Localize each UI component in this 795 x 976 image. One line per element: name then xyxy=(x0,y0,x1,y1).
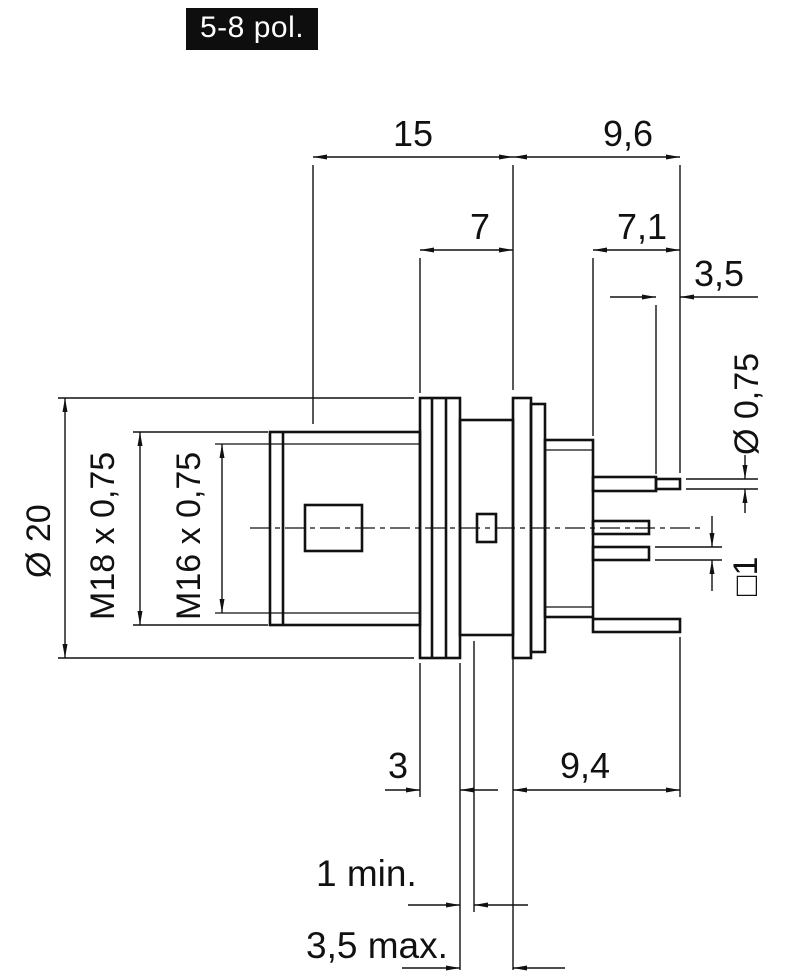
dim-label-m16: M16 x 0,75 xyxy=(170,452,208,620)
dim-label-pin-diameter: Ø 0,75 xyxy=(728,353,766,455)
dimension-labels: 15 9,6 7 7,1 3,5 Ø 0,75 □1 Ø 20 M18 x 0,… xyxy=(20,113,766,966)
dim-label-pin-square: □1 xyxy=(727,557,765,596)
coding-key xyxy=(475,512,498,544)
contact-insert xyxy=(303,503,364,553)
solder-pin xyxy=(591,617,682,634)
dim-label-m18: M18 x 0,75 xyxy=(84,452,122,620)
pin-middle-2 xyxy=(591,545,651,562)
dim-label-3-5-max: 3,5 max. xyxy=(306,925,448,966)
pin-middle-1 xyxy=(591,519,651,536)
extension-lines xyxy=(58,165,758,970)
dim-label-9-4: 9,4 xyxy=(560,745,610,786)
dim-label-7: 7 xyxy=(470,206,490,247)
pin-top-tip xyxy=(654,477,682,491)
pin-top xyxy=(591,475,658,493)
dim-label-15: 15 xyxy=(393,113,433,154)
connector-body xyxy=(215,396,682,660)
dim-label-flange-diameter: Ø 20 xyxy=(20,504,58,578)
pole-count-badge: 5-8 pol. xyxy=(186,8,319,50)
dim-label-3-5: 3,5 xyxy=(694,253,744,294)
dim-label-3: 3 xyxy=(388,745,408,786)
dim-label-9-6: 9,6 xyxy=(603,113,653,154)
dim-label-1-min: 1 min. xyxy=(316,853,417,894)
dimension-lines xyxy=(62,154,758,971)
dim-label-7-1: 7,1 xyxy=(617,206,667,247)
